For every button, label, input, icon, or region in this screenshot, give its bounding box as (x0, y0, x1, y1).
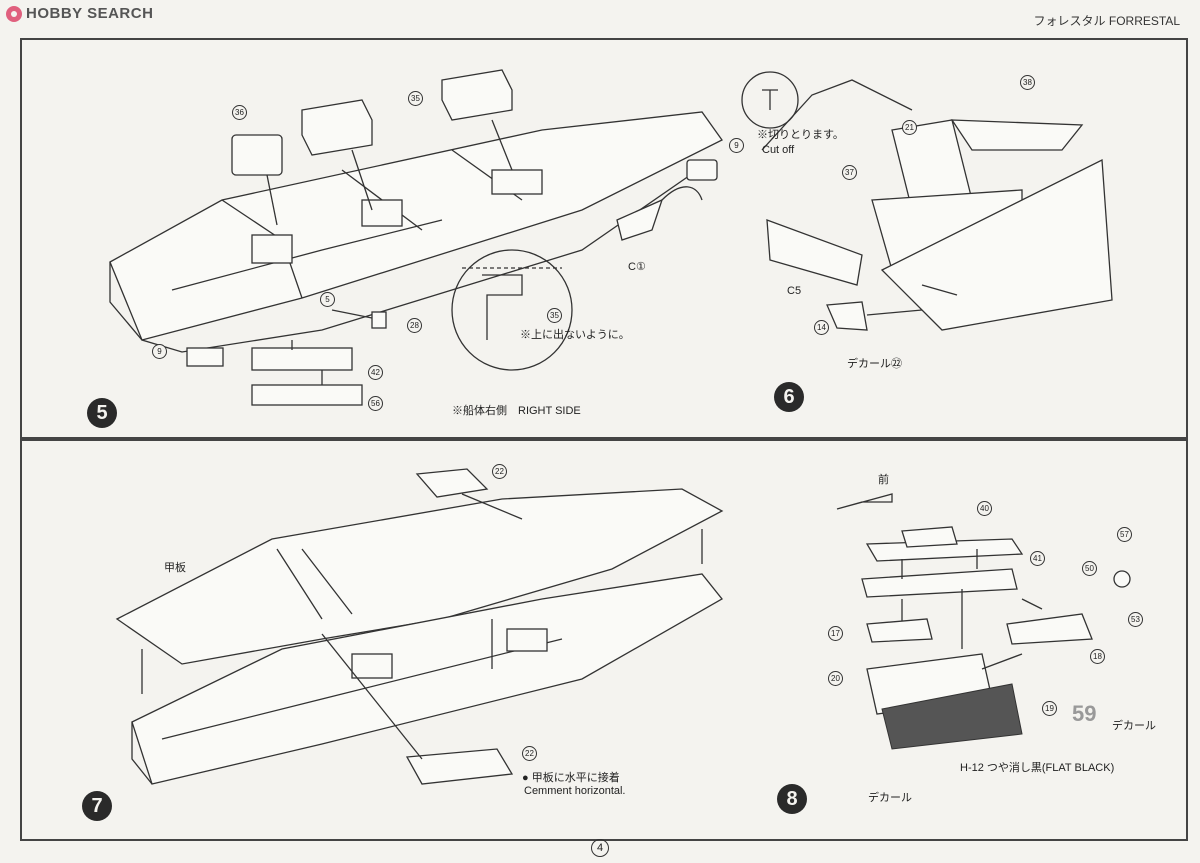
decal-number: 59 (1072, 701, 1097, 726)
front-label: 前 (878, 474, 889, 486)
part-number: 19 (1042, 701, 1057, 716)
part-number: 56 (368, 396, 383, 411)
part-number: 50 (1082, 561, 1097, 576)
logo-icon (6, 5, 22, 22)
part-number: 37 (842, 165, 857, 180)
part-number: 14 (814, 320, 829, 335)
part-number: 41 (1030, 551, 1045, 566)
part-number: 9 (729, 138, 744, 153)
cut-note-jp: ※切りとります。 (757, 129, 844, 141)
step6-decal-label: デカール㉒ (847, 358, 902, 370)
step5-note-top: ※上に出ないように。 (520, 329, 630, 341)
part-c1-label: C① (628, 261, 646, 273)
part-number: 53 (1128, 612, 1143, 627)
deck-label: 甲板 (164, 562, 186, 574)
step7-note-en: Cemment horizontal. (524, 785, 626, 797)
step5-note-side: ※船体右側 RIGHT SIDE (452, 405, 581, 417)
logo: HOBBY SEARCH (6, 5, 153, 22)
part-number: 17 (828, 626, 843, 641)
part-number: 22 (492, 464, 507, 479)
step8-decal-right: デカール (1112, 720, 1156, 732)
logo-text: HOBBY SEARCH (26, 5, 154, 22)
step8-decal-bottom: デカール (868, 792, 912, 804)
part-number: 40 (977, 501, 992, 516)
part-number: 57 (1117, 527, 1132, 542)
part-number: 5 (320, 292, 335, 307)
step8-paint-note: H-12 つや消し黒(FLAT BLACK) (960, 762, 1115, 774)
part-number: 22 (522, 746, 537, 761)
part-number: 36 (232, 105, 247, 120)
part-number: 28 (407, 318, 422, 333)
part-number: 38 (1020, 75, 1035, 90)
step-number-6: 6 (774, 382, 804, 412)
panel-steps-5-6: 36 35 9 5 28 9 42 56 35 C① ※上に出ないように。 ※船… (20, 38, 1188, 441)
step7-note-jp: ● 甲板に水平に接着 (522, 772, 620, 784)
step7-illustration (115, 468, 1131, 785)
panel-steps-7-8: 甲板 22 22 ● 甲板に水平に接着 Cemment horizontal. … (20, 437, 1188, 841)
part-number: 9 (152, 344, 167, 359)
page-number: 4 (591, 839, 609, 857)
step-number-7: 7 (82, 791, 112, 821)
page-title: フォレスタル FORRESTAL (1033, 14, 1180, 28)
part-number: 21 (902, 120, 917, 135)
part-c5-label: C5 (787, 285, 802, 297)
part-number: 35 (547, 308, 562, 323)
cut-note-en: Cut off (762, 144, 795, 156)
step-number-8: 8 (777, 784, 807, 814)
part-number: 18 (1090, 649, 1105, 664)
part-number: 42 (368, 365, 383, 380)
part-number: 35 (408, 91, 423, 106)
step5-illustration (109, 69, 1113, 406)
step-number-5: 5 (87, 398, 117, 428)
part-number: 20 (828, 671, 843, 686)
